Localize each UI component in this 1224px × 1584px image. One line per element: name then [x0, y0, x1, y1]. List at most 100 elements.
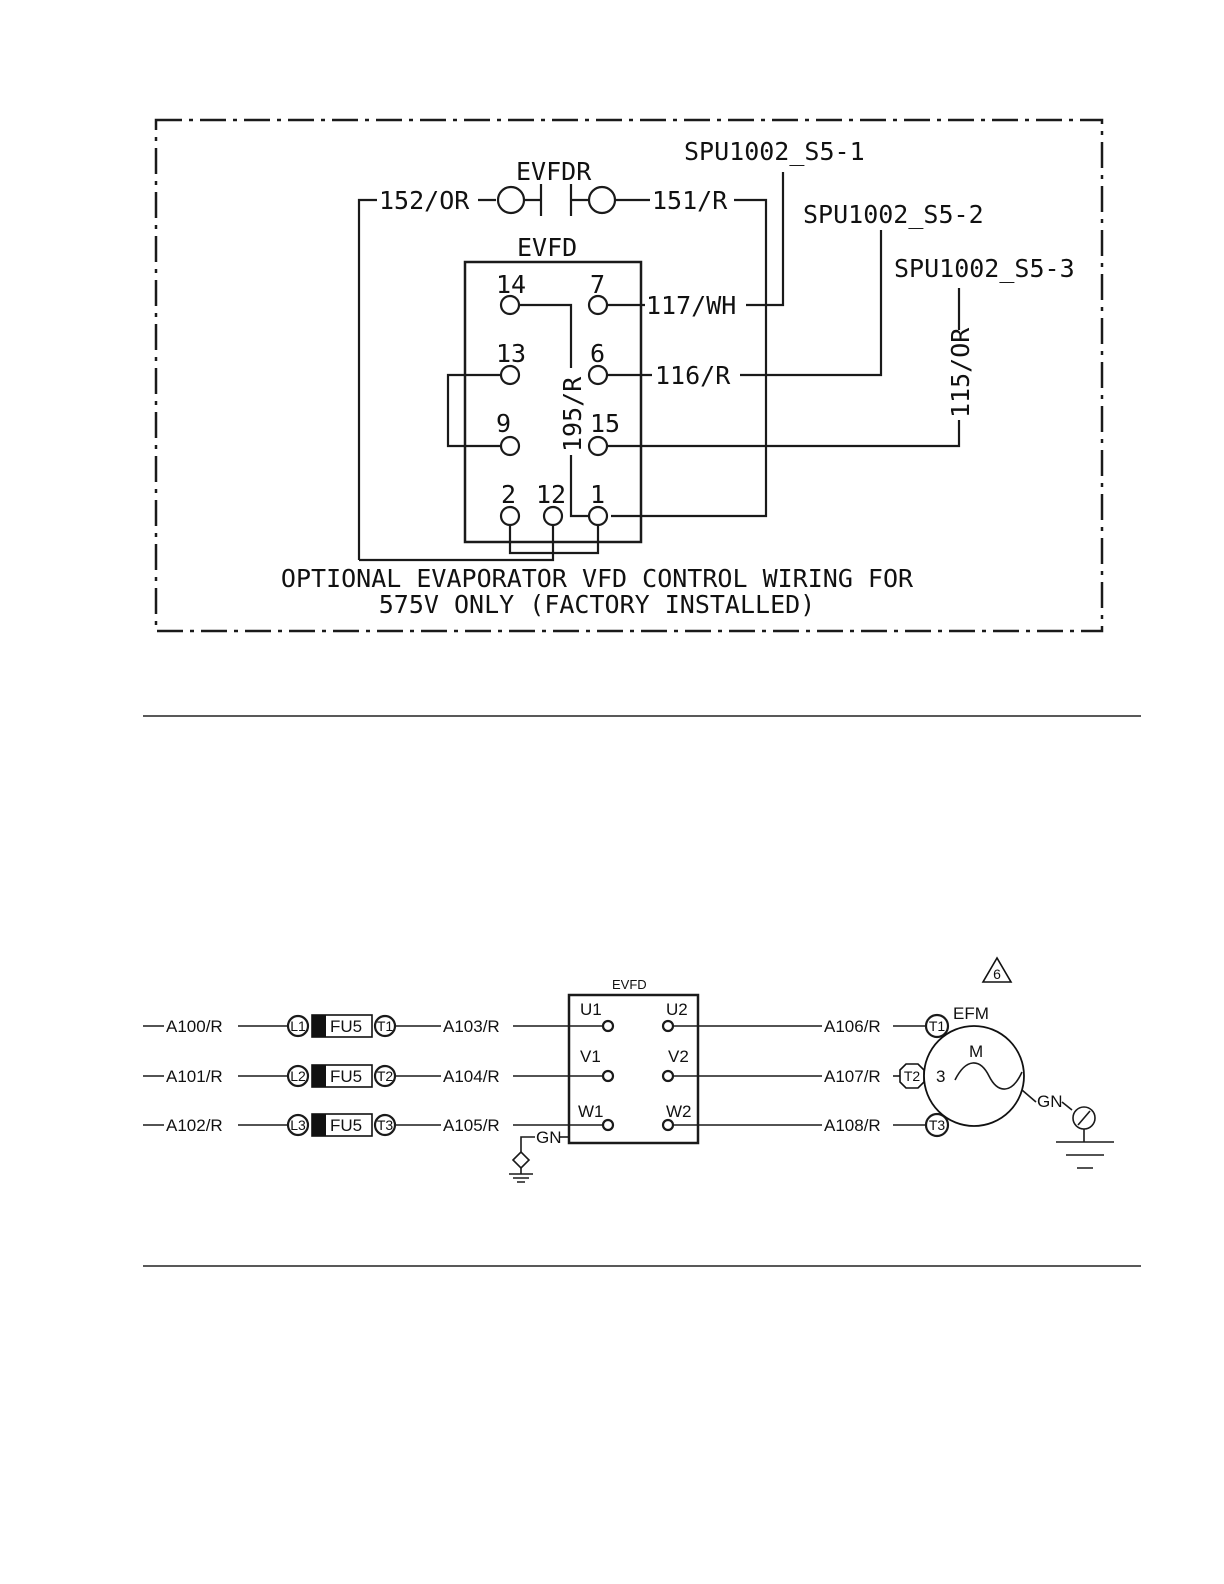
wire-label-out-2: A107/R [824, 1067, 881, 1086]
dashed-boundary [154, 118, 1104, 633]
motor-label: EFM [953, 1004, 989, 1023]
fuse-load-label-3: T3 [377, 1117, 394, 1133]
wire-label-mid-3: A105/R [443, 1116, 500, 1135]
wire-label-mid-2: A104/R [443, 1067, 500, 1086]
spu-label-1: SPU1002_S5-1 [684, 137, 865, 166]
vfd-input-terminal-v1 [601, 1069, 615, 1083]
vfd-input-label-w1: W1 [578, 1102, 604, 1121]
vfd-output-terminal-v2 [661, 1069, 675, 1083]
wire-label-117: 117/WH [646, 291, 736, 320]
vfd-input-label-u1: U1 [580, 1000, 602, 1019]
wire-label-out-1: A106/R [824, 1017, 881, 1036]
fuse-line-label-2: L2 [290, 1068, 306, 1084]
wire-label-in-2: A101/R [166, 1067, 223, 1086]
fuse-line-label-3: L3 [290, 1117, 306, 1133]
wire-195-top [519, 303, 573, 368]
caption-line-1: OPTIONAL EVAPORATOR VFD CONTROL WIRING F… [281, 564, 914, 593]
terminal-9 [499, 435, 521, 457]
motor-ground-icon [1056, 1106, 1114, 1169]
spu-label-2: SPU1002_S5-2 [803, 200, 984, 229]
wire-195-bottom [569, 455, 589, 518]
relay-contact-left [524, 184, 543, 216]
revision-number: 6 [993, 966, 1001, 982]
wire-label-116: 116/R [655, 361, 731, 390]
jumper-2-12-1 [359, 525, 600, 562]
spu-label-3: SPU1002_S5-3 [894, 254, 1075, 283]
control-wiring-diagram: 152/OR EVFDR 151/R EVFD 14 7 13 6 9 15 2… [154, 118, 1104, 633]
caption-line-2: 575V ONLY (FACTORY INSTALLED) [379, 590, 816, 619]
terminal-6-label: 6 [590, 339, 605, 368]
fuse-line-terminal-3 [286, 1113, 310, 1137]
vfd-output-terminal-u2 [661, 1019, 675, 1033]
wire-stub [1061, 1101, 1073, 1111]
terminal-1-label: 1 [590, 480, 605, 509]
vfd-input-terminal-u1 [601, 1019, 615, 1033]
terminal-2 [499, 505, 521, 527]
fuse-line-terminal-1 [286, 1014, 310, 1038]
vfd-input-label-v1: V1 [580, 1047, 601, 1066]
terminal-2-label: 2 [501, 480, 516, 509]
power-wiring-diagram: EVFD A100/R L1 FU5 T1 A103/R U1 U2 A106/… [143, 956, 1114, 1183]
motor-ground-label: GN [1037, 1092, 1063, 1111]
motor-terminal-2 [899, 1063, 925, 1089]
wire-152-left [357, 198, 377, 560]
evfd-box-label: EVFD [517, 233, 577, 262]
wire-stub [1021, 1089, 1037, 1103]
vfd-label: EVFD [612, 977, 647, 992]
motor-terminal-label-1: T1 [929, 1018, 946, 1034]
vfd-ground-label: GN [536, 1128, 562, 1147]
wire-label-195: 195/R [558, 376, 587, 452]
terminal-9-label: 9 [496, 409, 511, 438]
vfd-output-label-w2: W2 [666, 1102, 692, 1121]
revision-triangle-icon: 6 [981, 956, 1013, 983]
terminal-15-label: 15 [590, 409, 620, 438]
wire-label-151: 151/R [652, 186, 728, 215]
wire-label-out-3: A108/R [824, 1116, 881, 1135]
terminal-6 [587, 364, 609, 386]
wire-label-in-1: A100/R [166, 1017, 223, 1036]
fuse-1-band [312, 1015, 326, 1037]
wire-116 [740, 230, 883, 377]
wire-label-115: 115/OR [946, 327, 975, 418]
power-row-1: A100/R L1 FU5 T1 A103/R U1 U2 A106/R T1 [143, 1000, 950, 1039]
wire-label-152: 152/OR [379, 186, 470, 215]
vfd-input-terminal-w1 [601, 1118, 615, 1132]
terminal-12-label: 12 [536, 480, 566, 509]
motor-terminal-label-2: T2 [904, 1068, 921, 1084]
vfd-ground-wire [520, 1136, 535, 1152]
wire-label-mid-1: A103/R [443, 1017, 500, 1036]
sine-wave-icon [954, 1062, 1023, 1090]
relay-terminal-left [496, 185, 526, 215]
terminal-13-label: 13 [496, 339, 526, 368]
motor-circle [923, 1025, 1025, 1127]
vfd-ground-icon [509, 1150, 533, 1183]
wire-151-right [611, 198, 768, 518]
relay-contact-right [569, 184, 588, 216]
terminal-7-label: 7 [590, 270, 605, 299]
fuse-label-3: FU5 [330, 1116, 362, 1135]
terminal-13 [499, 364, 521, 386]
terminal-15 [587, 435, 609, 457]
jumper-13-9 [446, 373, 501, 448]
fuse-line-terminal-2 [286, 1064, 310, 1088]
relay-terminal-right [587, 185, 617, 215]
terminal-14-label: 14 [496, 270, 526, 299]
terminal-12 [542, 505, 564, 527]
fuse-2-band [312, 1065, 326, 1087]
wire-117 [746, 172, 785, 307]
vfd-output-label-u2: U2 [666, 1000, 688, 1019]
fuse-label-1: FU5 [330, 1017, 362, 1036]
vfd-box [567, 993, 700, 1145]
fuse-line-label-1: L1 [290, 1018, 306, 1034]
motor-terminal-label-3: T3 [929, 1117, 946, 1133]
motor-terminal-1 [924, 1013, 950, 1039]
vfd-output-label-v2: V2 [668, 1047, 689, 1066]
fuse-load-label-1: T1 [377, 1018, 394, 1034]
wire-115 [607, 420, 961, 448]
terminal-1 [587, 505, 609, 527]
relay-label: EVFDR [516, 157, 592, 186]
vfd-output-terminal-w2 [661, 1118, 675, 1132]
fuse-3-band [312, 1114, 326, 1136]
motor-letter: M [969, 1042, 983, 1061]
